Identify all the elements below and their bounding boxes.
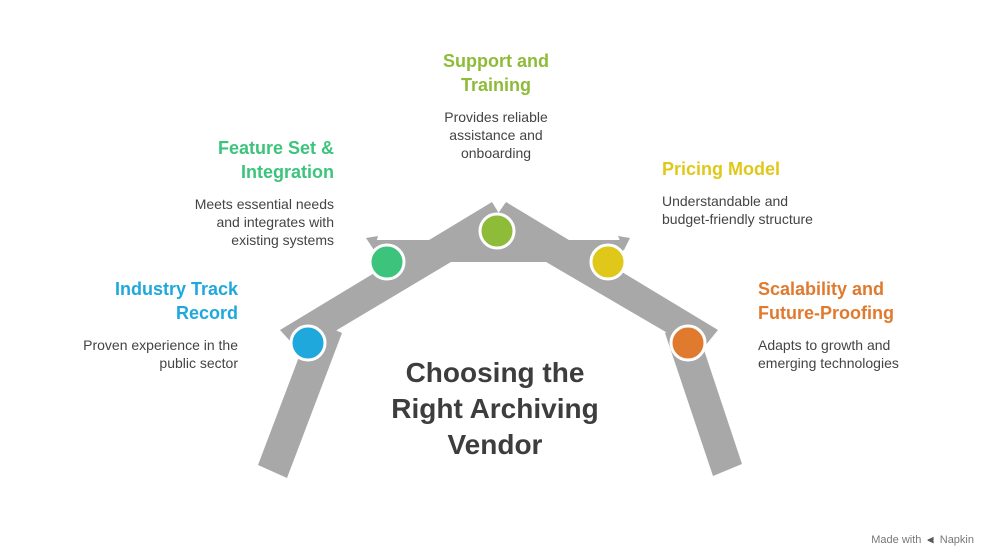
factor-heading-pricing-model: Pricing Model <box>662 159 781 179</box>
factor-heading-support-training: Support and Training <box>443 51 549 95</box>
node-industry-track-record <box>289 324 327 362</box>
napkin-logo-icon: ⫷ <box>927 534 934 546</box>
watermark-prefix: Made with <box>871 534 922 546</box>
factor-desc-pricing-model: Understandable and budget-friendly struc… <box>662 193 813 227</box>
factor-heading-scalability: Scalability and Future-Proofing <box>758 279 894 323</box>
diagram-title: Choosing the Right Archiving Vendor <box>391 357 599 460</box>
node-pricing-model <box>589 243 627 281</box>
arch-left-leg <box>258 320 342 478</box>
arch-notch-right <box>618 236 630 250</box>
factor-desc-scalability: Adapts to growth and emerging technologi… <box>758 337 899 371</box>
factor-desc-industry-track-record: Proven experience in the public sector <box>83 337 238 371</box>
arch-cross-beam <box>372 240 628 262</box>
node-feature-set <box>368 243 406 281</box>
factor-desc-feature-set: Meets essential needs and integrates wit… <box>194 196 334 248</box>
factor-heading-feature-set: Feature Set & Integration <box>217 138 334 182</box>
napkin-watermark: Made with ⫷ Napkin <box>871 534 974 547</box>
watermark-brand: Napkin <box>939 534 974 546</box>
node-scalability <box>669 324 707 362</box>
factor-heading-industry-track-record: Industry Track Record <box>114 279 238 323</box>
arch-notch-left <box>366 236 378 250</box>
factor-desc-support-training: Provides reliable assistance and onboard… <box>444 109 548 161</box>
node-support-training <box>478 212 516 250</box>
